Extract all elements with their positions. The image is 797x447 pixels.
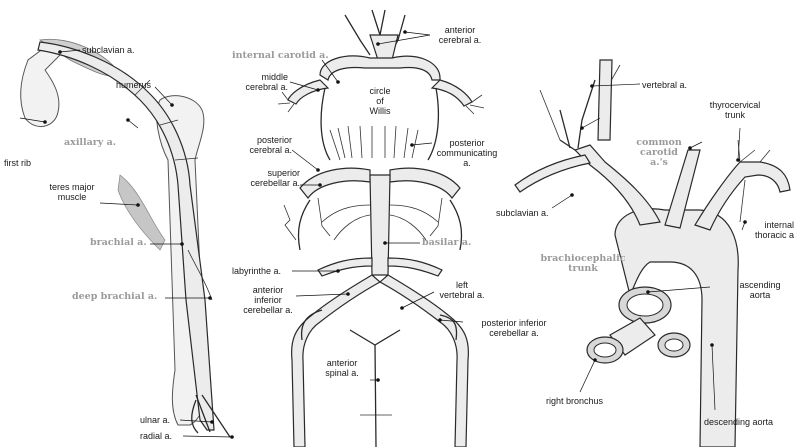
label-middle-cerebral-line1: middle bbox=[220, 72, 288, 82]
label-posterior-cerebral-line1: posterior bbox=[230, 135, 292, 145]
label-thyrocervical-trunk: thyrocervical trunk bbox=[700, 100, 770, 120]
label-first-rib: first rib bbox=[4, 158, 31, 168]
label-pica-line2: cerebellar a. bbox=[464, 328, 564, 338]
label-superior-cerebellar: superior cerebellar a. bbox=[228, 168, 300, 188]
label-superior-cerebellar-line2: cerebellar a. bbox=[228, 178, 300, 188]
label-posterior-communicating-line3: a. bbox=[432, 158, 502, 168]
label-ascending-aorta-line2: aorta bbox=[730, 290, 790, 300]
label-anterior-spinal-line2: spinal a. bbox=[314, 368, 370, 378]
label-circle-line3: Willis bbox=[355, 106, 405, 116]
label-superior-cerebellar-line1: superior bbox=[228, 168, 300, 178]
label-thyrocervical-line1: thyrocervical bbox=[700, 100, 770, 110]
label-anterior-cerebral-line1: anterior bbox=[430, 25, 490, 35]
label-labyrinthe: labyrinthe a. bbox=[232, 266, 281, 276]
label-deep-brachial: deep brachial a. bbox=[72, 292, 157, 302]
label-brachiocephalic-trunk: brachiocephalic trunk bbox=[538, 254, 628, 274]
label-anterior-cerebral-line2: cerebral a. bbox=[430, 35, 490, 45]
label-aica-line1: anterior bbox=[240, 285, 296, 295]
label-circle-line1: circle bbox=[355, 86, 405, 96]
label-ulnar: ulnar a. bbox=[140, 415, 170, 425]
label-circle-of-willis: circle of Willis bbox=[355, 86, 405, 116]
label-basilar: basilar a. bbox=[422, 238, 471, 248]
label-thyrocervical-line2: trunk bbox=[700, 110, 770, 120]
label-aica-line2: inferior bbox=[240, 295, 296, 305]
label-brachiocephalic-line2: trunk bbox=[538, 264, 628, 274]
label-teres-major-line1: teres major bbox=[42, 182, 102, 192]
label-posterior-cerebral: posterior cerebral a. bbox=[230, 135, 292, 155]
label-posterior-inferior-cerebellar: posterior inferior cerebellar a. bbox=[464, 318, 564, 338]
label-middle-cerebral-line2: cerebral a. bbox=[220, 82, 288, 92]
label-ascending-aorta-line1: ascending bbox=[730, 280, 790, 290]
label-descending-aorta: descending aorta bbox=[704, 417, 773, 427]
label-anterior-inferior-cerebellar: anterior inferior cerebellar a. bbox=[240, 285, 296, 315]
label-internal-thoracic-line1: internal bbox=[738, 220, 794, 230]
label-radial: radial a. bbox=[140, 431, 172, 441]
label-axillary: axillary a. bbox=[64, 138, 116, 148]
label-circle-line2: of bbox=[355, 96, 405, 106]
label-teres-major-line2: muscle bbox=[42, 192, 102, 202]
label-right-bronchus: right bronchus bbox=[546, 396, 603, 406]
label-anterior-spinal-line1: anterior bbox=[314, 358, 370, 368]
label-common-carotid: common carotid a.'s bbox=[628, 138, 690, 168]
label-left-vertebral-line1: left bbox=[434, 280, 490, 290]
label-internal-carotid: internal carotid a. bbox=[232, 51, 329, 61]
label-aica-line3: cerebellar a. bbox=[240, 305, 296, 315]
label-posterior-communicating: posterior communicating a. bbox=[432, 138, 502, 168]
label-ascending-aorta: ascending aorta bbox=[730, 280, 790, 300]
label-subclavian-left: subclavian a. bbox=[82, 45, 135, 55]
label-anterior-spinal: anterior spinal a. bbox=[314, 358, 370, 378]
label-posterior-cerebral-line2: cerebral a. bbox=[230, 145, 292, 155]
label-brachial: brachial a. bbox=[90, 238, 147, 248]
label-common-carotid-line3: a.'s bbox=[628, 158, 690, 168]
label-internal-thoracic: internal thoracic a bbox=[738, 220, 794, 240]
label-middle-cerebral: middle cerebral a. bbox=[220, 72, 288, 92]
label-subclavian-right: subclavian a. bbox=[496, 208, 549, 218]
label-left-vertebral-line2: vertebral a. bbox=[434, 290, 490, 300]
label-pica-line1: posterior inferior bbox=[464, 318, 564, 328]
label-anterior-cerebral: anterior cerebral a. bbox=[430, 25, 490, 45]
label-posterior-communicating-line2: communicating bbox=[432, 148, 502, 158]
label-internal-thoracic-line2: thoracic a bbox=[738, 230, 794, 240]
label-left-vertebral: left vertebral a. bbox=[434, 280, 490, 300]
brain-panel bbox=[278, 10, 484, 447]
label-teres-major: teres major muscle bbox=[42, 182, 102, 202]
label-posterior-communicating-line1: posterior bbox=[432, 138, 502, 148]
label-vertebral-right: vertebral a. bbox=[642, 80, 687, 90]
label-humerus: humerus bbox=[116, 80, 151, 90]
